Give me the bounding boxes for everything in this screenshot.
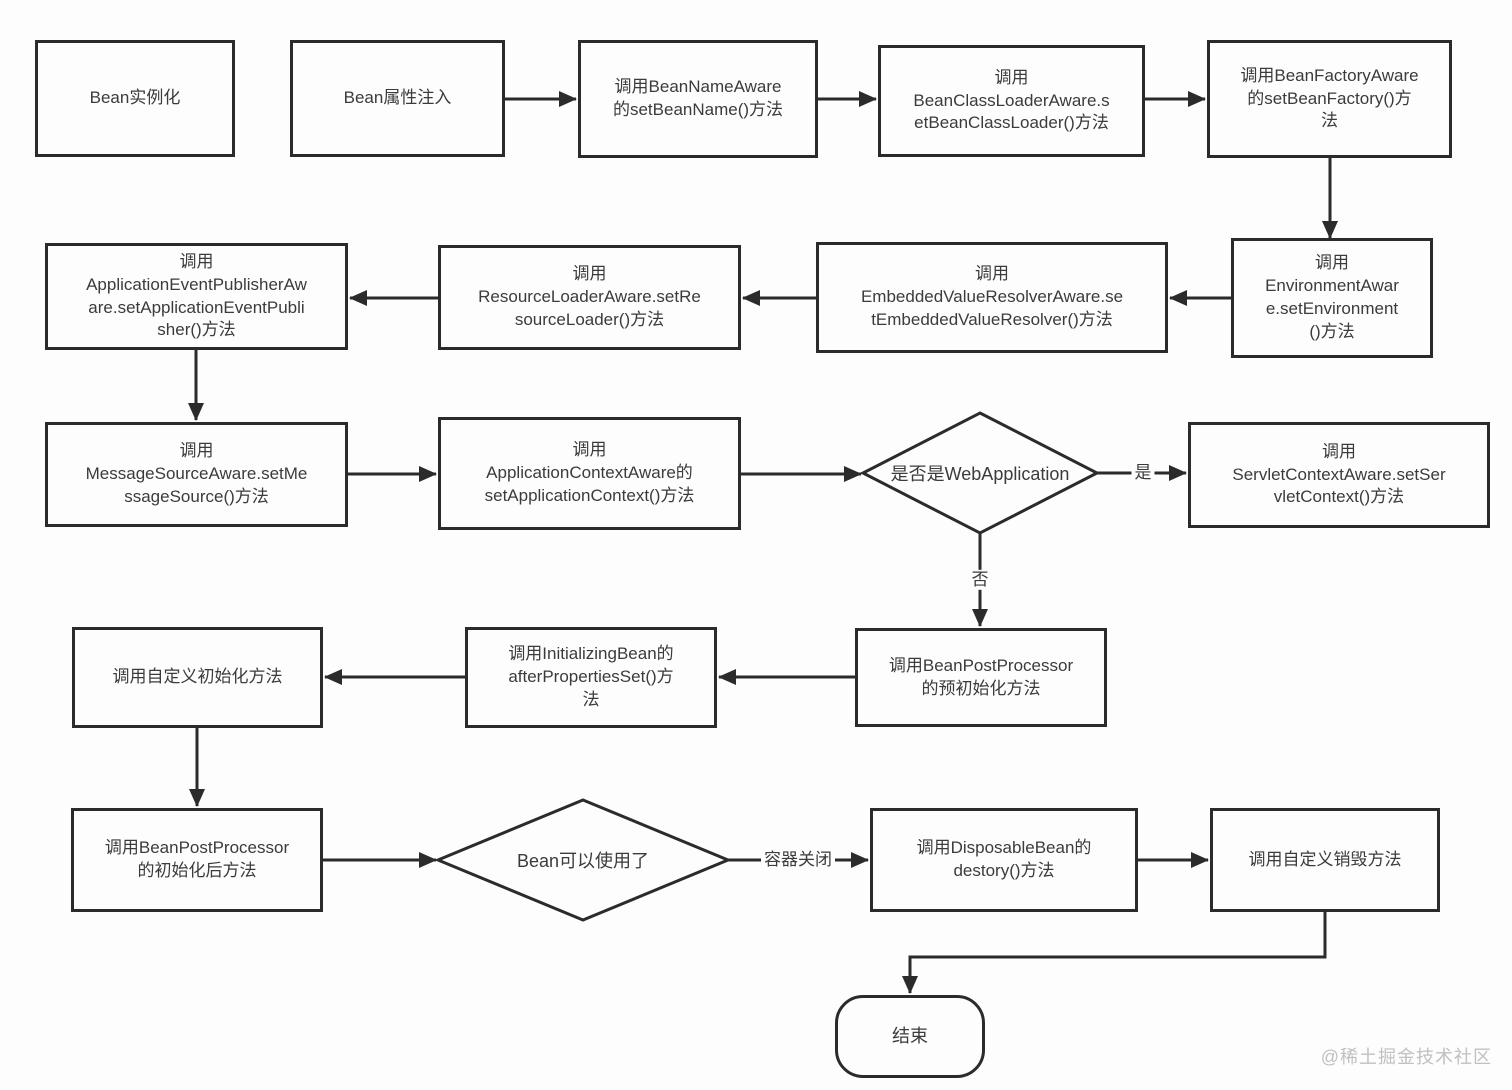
node-custom-destroy: 调用自定义销毁方法 — [1210, 808, 1440, 912]
node-application-event-publisher-aware: 调用 ApplicationEventPublisherAw are.setAp… — [45, 243, 348, 350]
node-message-source-aware: 调用 MessageSourceAware.setMe ssageSource(… — [45, 422, 348, 527]
decision-is-web-application-shape — [859, 411, 1101, 535]
node-label: 调用 BeanClassLoaderAware.s etBeanClassLoa… — [913, 67, 1110, 133]
node-custom-init: 调用自定义初始化方法 — [72, 627, 323, 728]
edge-label-no: 否 — [968, 569, 992, 591]
node-initializing-bean: 调用InitializingBean的 afterPropertiesSet()… — [465, 627, 717, 728]
node-label: 调用 EmbeddedValueResolverAware.se tEmbedd… — [860, 264, 1124, 329]
node-label: 调用BeanPostProcessor 的初始化后方法 — [104, 838, 290, 880]
edge-label-container-close: 容器关闭 — [761, 849, 835, 871]
node-label: 调用 ApplicationEventPublisherAw are.setAp… — [86, 251, 307, 340]
node-label: 调用 MessageSourceAware.setMe ssageSource(… — [85, 441, 308, 506]
node-environment-aware: 调用 EnvironmentAwar e.setEnvironment ()方法 — [1231, 238, 1433, 358]
node-bean-class-loader-aware: 调用 BeanClassLoaderAware.s etBeanClassLoa… — [878, 45, 1145, 157]
node-post-processor-after-init: 调用BeanPostProcessor 的初始化后方法 — [71, 808, 323, 912]
arrow-customdestroy-to-end — [902, 912, 1327, 994]
node-resource-loader-aware: 调用 ResourceLoaderAware.setRe sourceLoade… — [438, 245, 741, 350]
node-bean-factory-aware: 调用BeanFactoryAware 的setBeanFactory()方 法 — [1207, 40, 1452, 158]
node-label: 调用自定义初始化方法 — [112, 667, 283, 687]
node-label: Bean属性注入 — [343, 88, 452, 108]
node-application-context-aware: 调用 ApplicationContextAware的 setApplicati… — [438, 417, 741, 530]
node-label: 调用自定义销毁方法 — [1248, 849, 1402, 869]
node-label: 调用 ApplicationContextAware的 setApplicati… — [484, 440, 695, 505]
node-label: 调用InitializingBean的 afterPropertiesSet()… — [508, 644, 674, 709]
node-label: 调用 ServletContextAware.setSer vletContex… — [1232, 441, 1446, 507]
node-post-processor-pre-init: 调用BeanPostProcessor 的预初始化方法 — [855, 628, 1107, 727]
edge-label-yes: 是 — [1131, 462, 1155, 484]
node-embedded-value-resolver-aware: 调用 EmbeddedValueResolverAware.se tEmbedd… — [816, 242, 1168, 353]
node-label: 调用 EnvironmentAwar e.setEnvironment ()方法 — [1265, 253, 1399, 341]
node-label: 调用BeanNameAware 的setBeanName()方法 — [612, 77, 784, 119]
node-bean-property-injection: Bean属性注入 — [290, 40, 505, 157]
node-label: Bean实例化 — [89, 88, 181, 108]
node-label: 调用DisposableBean的 destory()方法 — [916, 838, 1092, 880]
node-disposable-bean: 调用DisposableBean的 destory()方法 — [870, 808, 1138, 912]
node-label: 调用 ResourceLoaderAware.setRe sourceLoade… — [478, 264, 701, 329]
node-label: 结束 — [892, 1026, 928, 1047]
decision-bean-ready-shape — [434, 798, 732, 922]
watermark: @稀土掘金技术社区 — [1320, 1047, 1492, 1067]
node-bean-instantiate: Bean实例化 — [35, 40, 235, 157]
node-end: 结束 — [835, 995, 985, 1078]
node-label: 调用BeanPostProcessor 的预初始化方法 — [888, 655, 1074, 698]
node-bean-name-aware: 调用BeanNameAware 的setBeanName()方法 — [578, 40, 818, 158]
node-label: 调用BeanFactoryAware 的setBeanFactory()方 法 — [1240, 65, 1419, 131]
node-servlet-context-aware: 调用 ServletContextAware.setSer vletContex… — [1188, 422, 1490, 528]
